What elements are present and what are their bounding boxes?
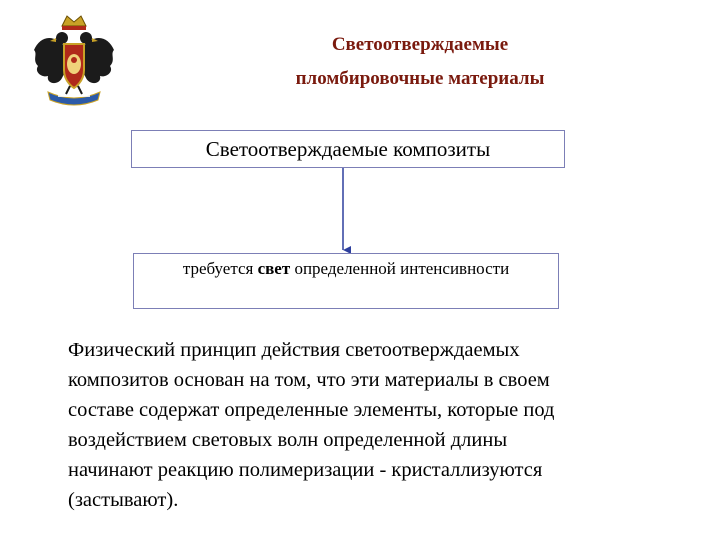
composites-box: Светоотверждаемые композиты	[131, 130, 565, 168]
explanation-paragraph: Физический принцип действия светоотвержд…	[68, 335, 668, 515]
explanation-line: воздействием световых волн определенной …	[68, 429, 508, 451]
explanation-line: (застывают).	[68, 489, 179, 511]
light-requirement-bold: свет	[257, 259, 291, 278]
light-requirement-box: требуется свет определенной интенсивност…	[133, 253, 559, 309]
explanation-line: Физический принцип действия светоотвержд…	[68, 339, 520, 361]
explanation-line: составе содержат определенные элементы, …	[68, 399, 555, 421]
slide-title: Светоотверждаемые пломбировочные материа…	[230, 28, 610, 96]
double-headed-eagle-emblem-icon	[24, 10, 124, 110]
slide-title-line-1: Светоотверждаемые	[331, 34, 509, 55]
light-requirement-suffix: определенной интенсивности	[290, 259, 510, 278]
explanation-line: начинают реакцию полимеризации - кристал…	[68, 459, 543, 481]
composites-box-label: Светоотверждаемые композиты	[205, 137, 491, 161]
light-requirement-prefix: требуется	[182, 259, 258, 278]
slide-title-line-2: пломбировочные материалы	[295, 68, 545, 89]
explanation-line: композитов основан на том, что эти матер…	[68, 369, 550, 391]
